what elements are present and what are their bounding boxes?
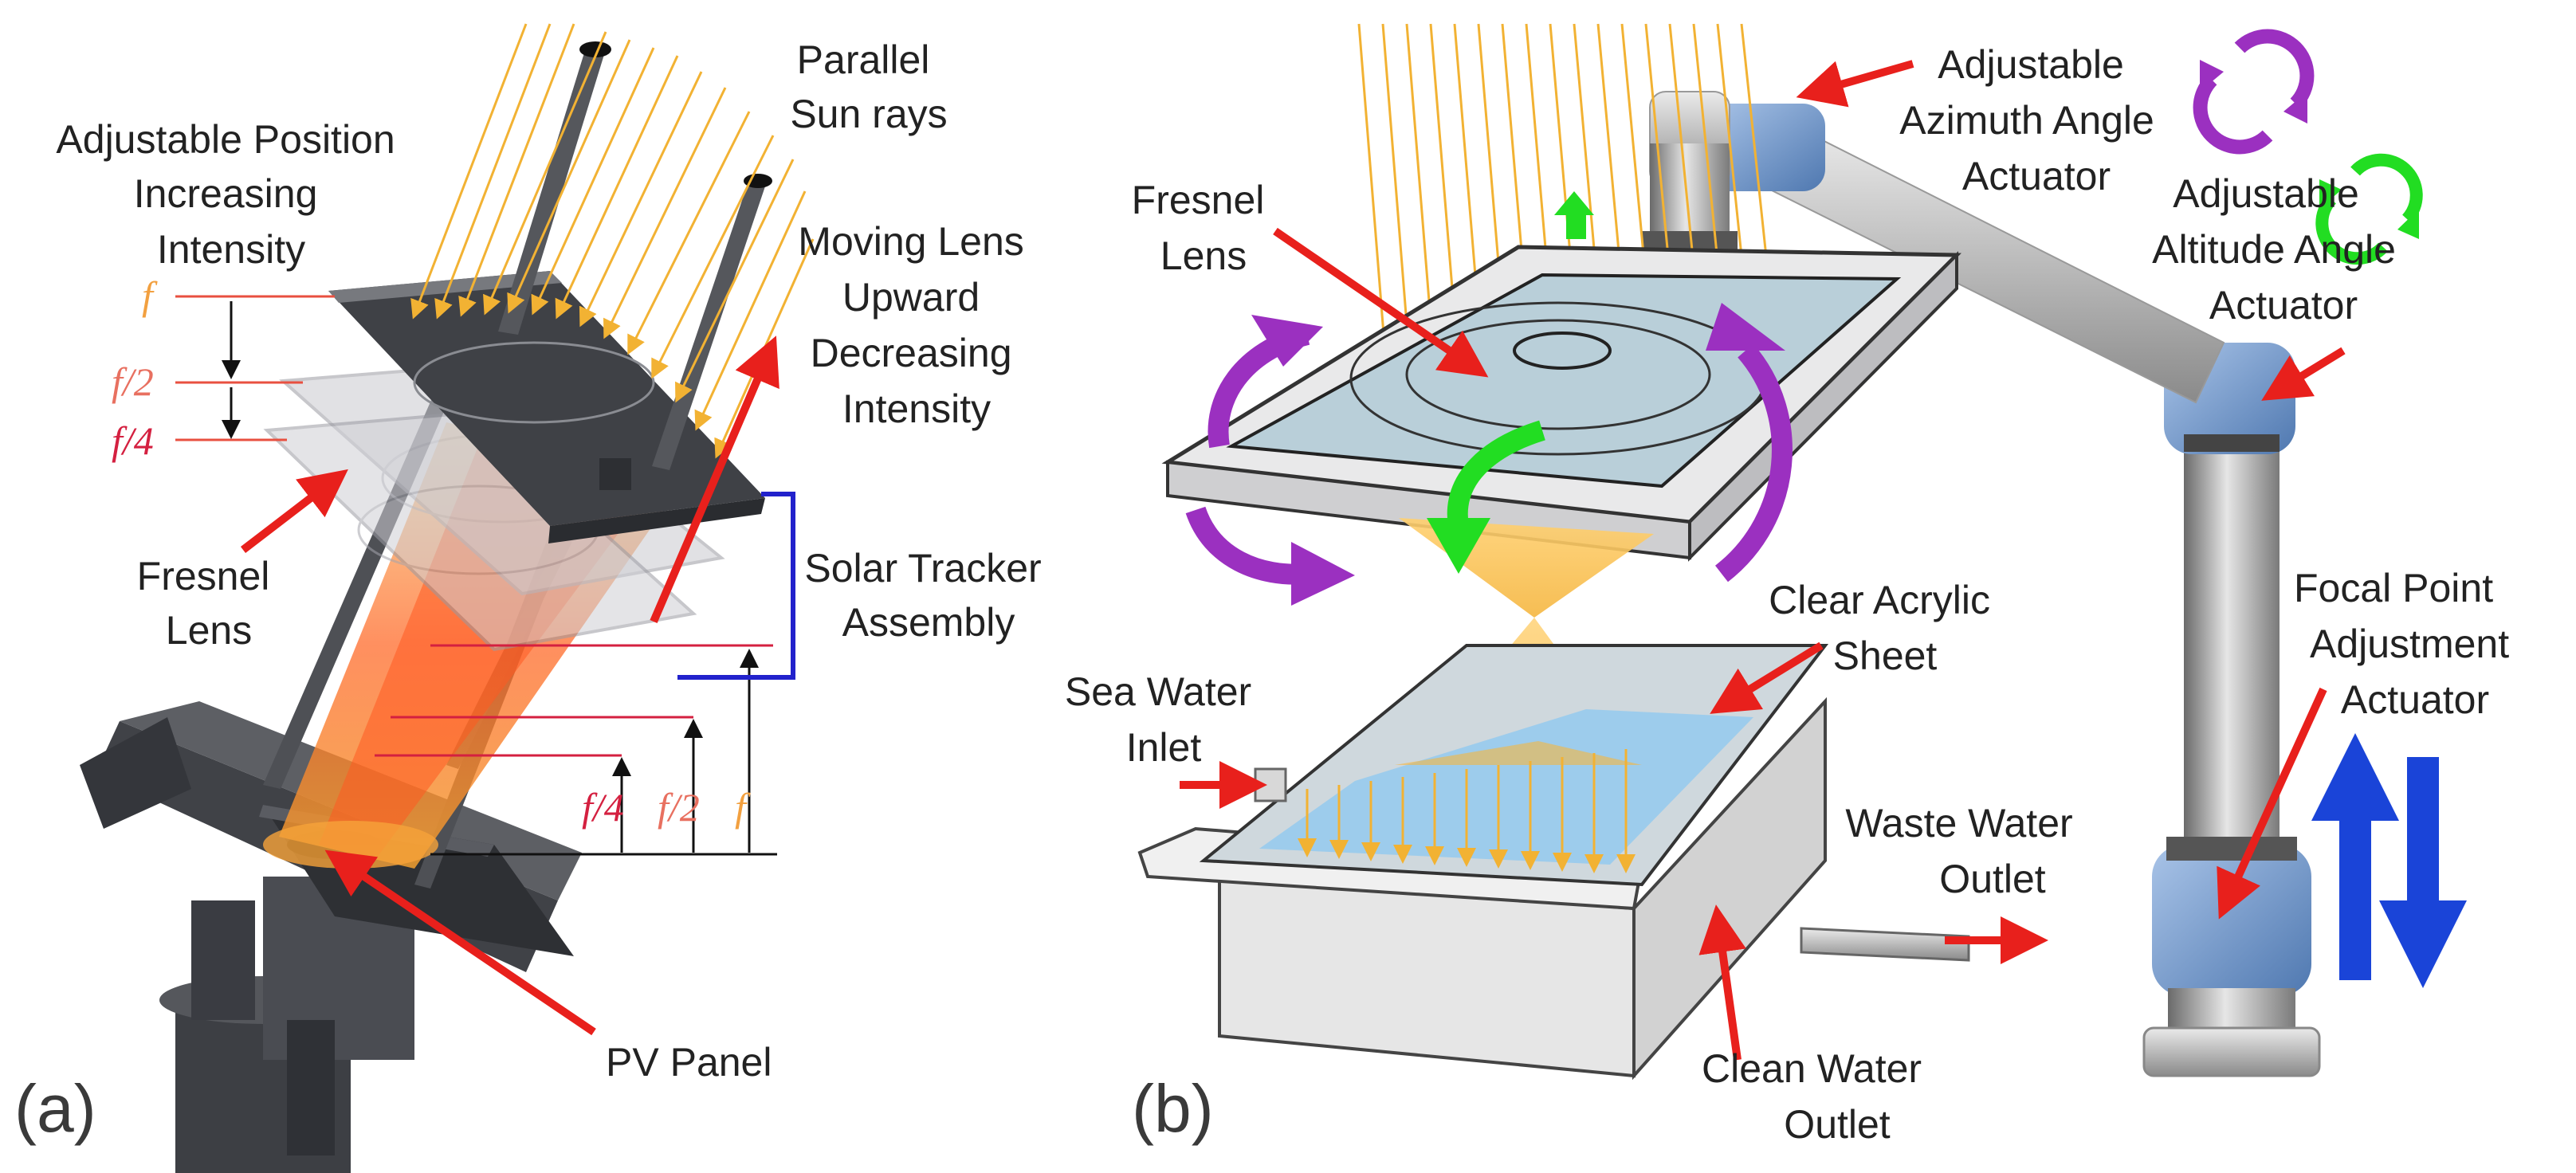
purple-rotation-arrow-right <box>1714 343 1793 583</box>
label-focal-point-line3: Actuator <box>2341 677 2489 722</box>
focal-adjust-arrows <box>2311 733 2467 988</box>
label-adjustable-position-line3: Intensity <box>157 227 305 272</box>
svg-text:Solar Tracker Assembly: Solar Tracker Assembly <box>804 546 1052 645</box>
label-focal-point-line1: Focal Point <box>2294 566 2493 610</box>
panel-a-tag: (a) <box>14 1071 96 1146</box>
label-moving-lens-line3: Decreasing <box>811 331 1012 375</box>
panel-a: f f/2 f/4 f/4 f/2 f Parall <box>14 23 1052 1173</box>
green-small-arrow <box>1554 191 1594 239</box>
focal-label-f2-left: f/2 <box>112 359 154 404</box>
label-sea-water-line1: Sea Water <box>1065 669 1251 714</box>
svg-text:Sea Water Inlet: Sea Water Inlet <box>1065 669 1262 770</box>
label-waste-water-line2: Outlet <box>1939 857 2046 901</box>
purple-arrowhead-left-top <box>1251 315 1323 367</box>
label-altitude-line3: Actuator <box>2209 283 2358 328</box>
purple-rotation-arrow-left-bottom <box>1185 506 1309 585</box>
label-adjustable-position-line2: Increasing <box>134 171 318 216</box>
label-moving-lens-line2: Upward <box>842 275 980 320</box>
focal-scale-right: f/4 f/2 f <box>375 644 777 856</box>
label-pv-panel: PV Panel <box>606 1040 772 1085</box>
label-sun-rays-line1: Parallel <box>797 37 930 82</box>
focal-label-f4-left: f/4 <box>112 418 154 463</box>
rotation-arrows <box>1185 191 1793 606</box>
panel-b-tag: (b) <box>1132 1071 1214 1146</box>
svg-text:Adjustable Position In: Adjustable Position Increasing Intensity <box>56 117 406 272</box>
label-clear-acrylic-line1: Clear Acrylic <box>1769 578 1990 622</box>
purple-arrowhead-left-bottom <box>1291 542 1355 606</box>
label-moving-lens-line1: Moving Lens <box>798 219 1024 264</box>
sun-rays-still <box>1298 749 1636 873</box>
svg-text:Moving Lens Upward: Moving Lens Upward Decreasing Intensity <box>798 219 1035 431</box>
label-clear-acrylic-line2: Sheet <box>1833 634 1938 678</box>
focal-label-f-left: f <box>142 273 158 318</box>
label-azimuth-line1: Adjustable <box>1938 42 2124 87</box>
pointer-arrows-b <box>1180 60 2346 1061</box>
label-clean-water-line2: Outlet <box>1784 1102 1891 1147</box>
azimuth-rotation-icon <box>2193 29 2315 155</box>
label-fresnel-lens-a-line2: Lens <box>166 608 252 653</box>
focal-label-f4-right: f/4 <box>582 785 624 830</box>
solar-tracker-bracket <box>677 492 795 680</box>
focal-label-f2-right: f/2 <box>658 785 700 830</box>
panel-b: Fresnel Lens Adjustable Azimuth Angle Ac… <box>1065 23 2520 1147</box>
label-solar-tracker-line2: Assembly <box>842 600 1015 645</box>
label-adjustable-position-line1: Adjustable Position <box>56 117 395 162</box>
label-azimuth-line3: Actuator <box>1962 154 2111 198</box>
solar-still <box>1137 644 1970 1081</box>
labels-b: Fresnel Lens Adjustable Azimuth Angle Ac… <box>1065 42 2520 1147</box>
svg-text:Parallel Sun rays: Parallel Sun rays <box>790 37 947 136</box>
blue-up-arrow <box>2311 733 2399 980</box>
label-azimuth-line2: Azimuth Angle <box>1899 98 2154 143</box>
green-arrowhead <box>1427 518 1490 574</box>
altitude-rotation-icon <box>2315 153 2423 265</box>
svg-text:Adjustable Azimuth Ang: Adjustable Azimuth Angle Actuator <box>1899 42 2166 198</box>
label-altitude-line1: Adjustable <box>2173 171 2359 216</box>
label-waste-water-line1: Waste Water <box>1845 801 2072 845</box>
svg-text:Waste Water Outlet: Waste Water Outlet <box>1845 801 2083 901</box>
svg-text:Adjustable Altitude An: Adjustable Altitude Angle Actuator <box>2152 171 2407 328</box>
fresnel-lens-b <box>1161 245 1961 562</box>
label-altitude-line2: Altitude Angle <box>2152 227 2396 272</box>
label-fresnel-lens-b-line1: Fresnel <box>1132 178 1265 222</box>
svg-text:Fresnel Lens: Fresnel Lens <box>1132 178 1276 278</box>
label-sun-rays-line2: Sun rays <box>790 92 947 136</box>
green-rotation-arrow <box>1447 420 1545 528</box>
label-moving-lens-line4: Intensity <box>842 386 991 431</box>
purple-arrowhead-right <box>1706 303 1785 351</box>
label-solar-tracker-line1: Solar Tracker <box>804 546 1041 590</box>
svg-text:Focal Point Adjustment: Focal Point Adjustment Actuator <box>2294 566 2520 722</box>
blue-down-arrow <box>2379 757 2467 988</box>
svg-text:Clean Water Outlet: Clean Water Outlet <box>1702 1046 1933 1147</box>
label-focal-point-line2: Adjustment <box>2310 622 2509 666</box>
focal-scale-left: f f/2 f/4 <box>112 273 335 463</box>
pointer-arrows-a <box>240 335 779 1036</box>
label-fresnel-lens-a-line1: Fresnel <box>137 554 270 598</box>
label-clean-water-line1: Clean Water <box>1702 1046 1922 1091</box>
labels-a: Parallel Sun rays Adjustable Position In… <box>56 37 1052 1085</box>
svg-text:Fresnel Lens: Fresnel Lens <box>137 554 281 653</box>
label-fresnel-lens-b-line2: Lens <box>1160 233 1247 278</box>
svg-text:Clear Acrylic Sheet: Clear Acrylic Sheet <box>1769 578 2001 678</box>
label-sea-water-line2: Inlet <box>1126 725 1202 770</box>
